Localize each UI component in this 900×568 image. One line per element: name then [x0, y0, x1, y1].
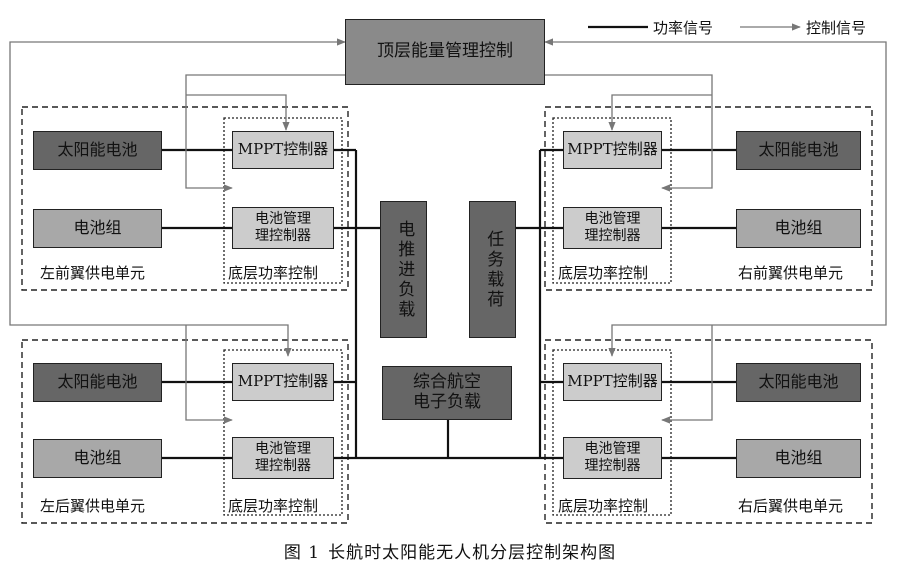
- rear-right-mppt-box: MPPT控制器: [563, 363, 662, 401]
- front-left-solar-box: 太阳能电池: [33, 131, 162, 170]
- figure-number: 图 1: [283, 543, 321, 563]
- propulsion-load-box: 电推进负载: [380, 201, 427, 338]
- rear-left-mppt-box: MPPT控制器: [232, 363, 334, 401]
- front-right-mppt-box: MPPT控制器: [563, 131, 662, 169]
- figure-title: 长航时太阳能无人机分层控制架构图: [328, 543, 617, 563]
- mission-payload-box: 任务载荷: [469, 201, 516, 338]
- rear-right-battery-box: 电池组: [736, 439, 861, 478]
- rear-left-unit-label: 左后翼供电单元: [40, 497, 146, 515]
- front-right-battery-box: 电池组: [736, 209, 861, 248]
- rear-right-control-label: 底层功率控制: [558, 497, 649, 515]
- rear-right-solar-box: 太阳能电池: [736, 363, 861, 402]
- unit-boundaries: [21, 106, 873, 524]
- front-left-mppt-box: MPPT控制器: [232, 131, 334, 169]
- legend-control-label: 控制信号: [806, 19, 867, 37]
- rear-left-solar-box: 太阳能电池: [33, 363, 162, 402]
- front-left-battery-box: 电池组: [33, 209, 162, 248]
- rear-right-unit-label: 右后翼供电单元: [738, 497, 844, 515]
- front-left-unit-label: 左前翼供电单元: [40, 264, 146, 282]
- front-right-solar-box: 太阳能电池: [736, 131, 861, 170]
- front-left-bms-box: 电池管理 理控制器: [232, 207, 334, 249]
- front-right-control-label: 底层功率控制: [558, 264, 649, 282]
- front-left-control-label: 底层功率控制: [228, 264, 319, 282]
- legend-power-label: 功率信号: [653, 19, 714, 37]
- front-right-bms-box: 电池管理 理控制器: [563, 207, 662, 249]
- rear-right-bms-box: 电池管理 理控制器: [563, 437, 662, 479]
- rear-left-battery-box: 电池组: [33, 439, 162, 478]
- front-right-unit-label: 右前翼供电单元: [738, 264, 844, 282]
- control-lines: [9, 38, 887, 424]
- top-energy-management-box: 顶层能量管理控制: [345, 19, 545, 85]
- rear-left-control-label: 底层功率控制: [228, 497, 319, 515]
- avionics-load-box: 综合航空 电子负载: [382, 366, 512, 420]
- rear-left-bms-box: 电池管理 理控制器: [232, 437, 334, 479]
- figure-caption: 图 1 长航时太阳能无人机分层控制架构图: [0, 538, 900, 563]
